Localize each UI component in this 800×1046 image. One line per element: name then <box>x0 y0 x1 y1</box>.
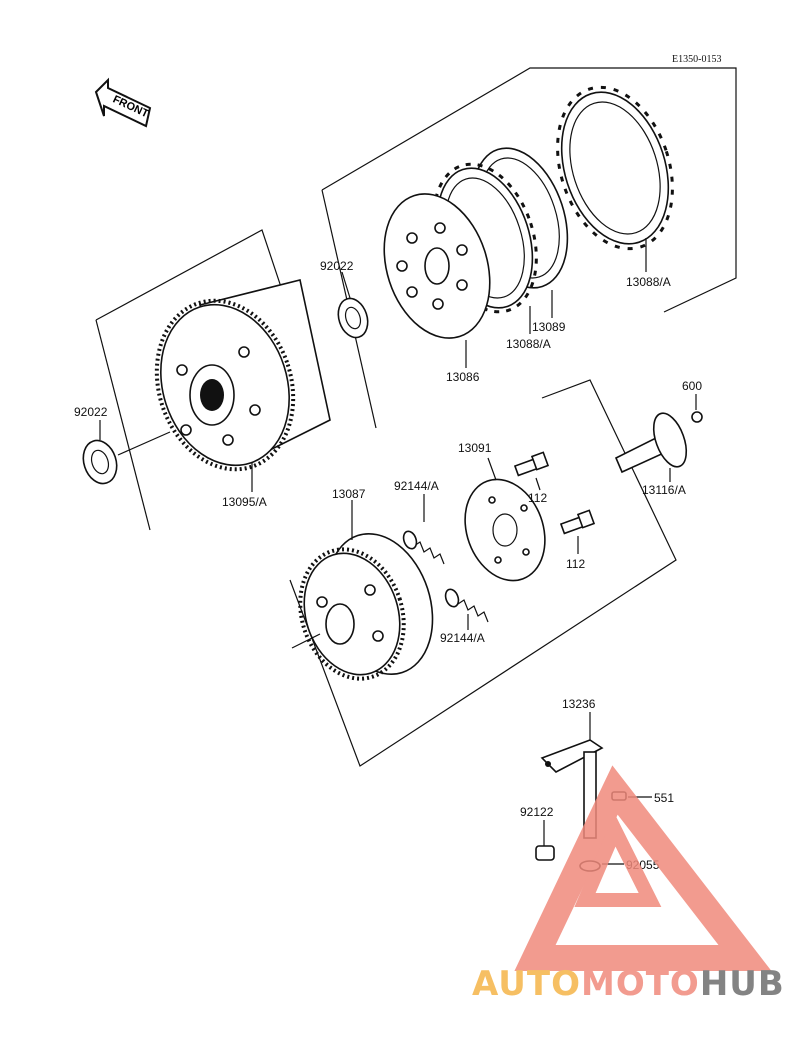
bushing <box>535 845 555 861</box>
watermark-text: AUTOMOTOHUB <box>472 964 785 1004</box>
label-92144a-lower: 92144/A <box>440 631 485 645</box>
bolt-upper <box>513 451 550 477</box>
label-13091: 13091 <box>458 441 492 455</box>
watermark-hub: HUB <box>700 964 785 1004</box>
label-551: 551 <box>654 791 674 805</box>
ball <box>691 411 703 423</box>
diagram-code: E1350-0153 <box>672 54 721 65</box>
label-600: 600 <box>682 379 702 393</box>
clutch-housing <box>154 279 331 472</box>
clutch-hub <box>298 533 434 681</box>
label-13095a: 13095/A <box>222 495 267 509</box>
leader-lines <box>99 238 697 865</box>
label-112-upper: 112 <box>528 491 547 505</box>
label-13236: 13236 <box>562 697 596 711</box>
pressure-plate <box>383 193 491 339</box>
label-13087: 13087 <box>332 487 366 501</box>
spring-plate <box>464 478 546 582</box>
label-92022-upper: 92022 <box>320 259 354 273</box>
watermark-logo: AUTOMOTOHUB <box>472 765 785 1004</box>
bolt-lower <box>559 509 596 535</box>
watermark-moto: MOTO <box>581 964 700 1004</box>
label-112-lower: 112 <box>566 557 585 571</box>
label-13086: 13086 <box>446 370 480 384</box>
watermark-auto: AUTO <box>472 964 581 1004</box>
label-92022-left: 92022 <box>74 405 108 419</box>
push-rod <box>614 412 688 474</box>
washer-upper <box>337 297 369 339</box>
friction-plate-top <box>556 85 674 251</box>
washer-left <box>82 439 118 485</box>
spring-upper <box>402 530 445 565</box>
label-13116a: 13116/A <box>642 483 686 497</box>
label-13088a-mid: 13088/A <box>506 337 551 351</box>
label-13089: 13089 <box>532 320 566 334</box>
label-13088a-top: 13088/A <box>626 275 671 289</box>
label-92144a-upper: 92144/A <box>394 479 439 493</box>
front-arrow-icon: FRONT <box>94 77 152 128</box>
label-92122: 92122 <box>520 805 554 819</box>
spring-lower <box>444 588 489 623</box>
